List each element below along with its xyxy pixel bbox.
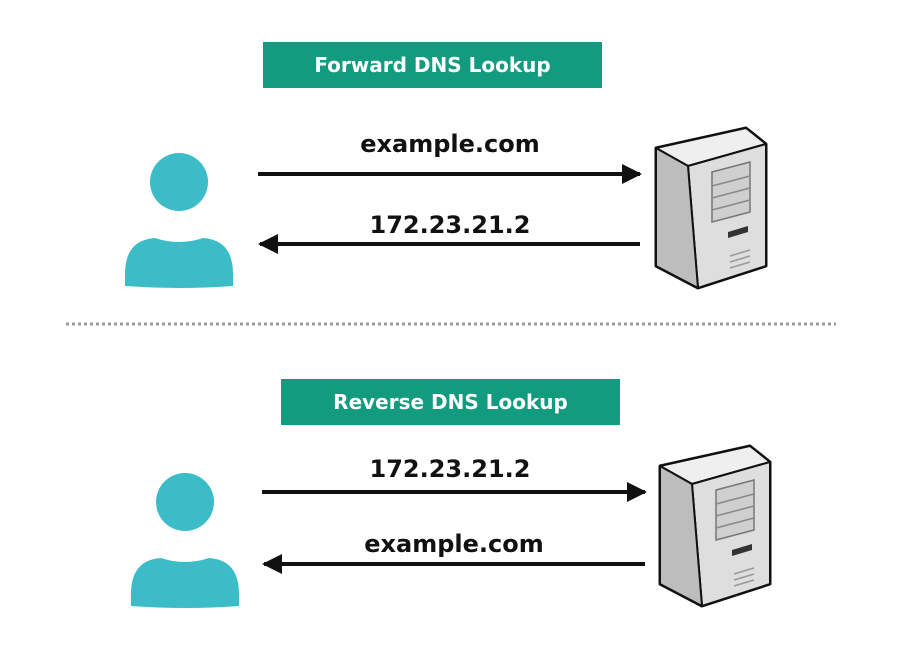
forward-request-label: example.com (360, 130, 540, 158)
forward-lookup-title: Forward DNS Lookup (263, 42, 602, 88)
user-icon (125, 153, 233, 288)
forward-response-label: 172.23.21.2 (369, 211, 531, 239)
reverse-request-label: 172.23.21.2 (369, 455, 531, 483)
server-icon (654, 126, 768, 290)
reverse-lookup-title: Reverse DNS Lookup (281, 379, 620, 425)
reverse-response-label: example.com (364, 530, 544, 558)
user-icon (131, 473, 239, 608)
server-icon (658, 444, 772, 608)
